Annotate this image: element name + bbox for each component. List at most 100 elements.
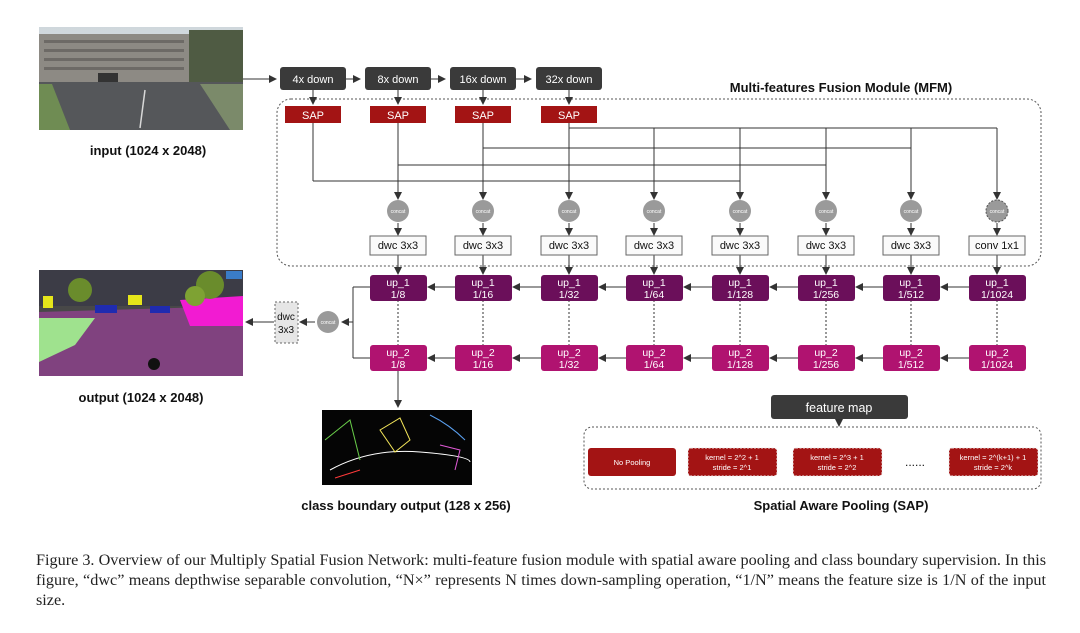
up2-block-4: up_21/64	[626, 345, 683, 371]
down-block-2: 8x down	[365, 67, 431, 90]
svg-text:SAP: SAP	[387, 110, 409, 122]
concat-node-5: concat	[729, 200, 751, 222]
up2-block-5: up_21/128	[712, 345, 769, 371]
up2-block-2: up_21/16	[455, 345, 512, 371]
svg-text:1/1024: 1/1024	[981, 289, 1013, 301]
svg-text:1/1024: 1/1024	[981, 359, 1013, 371]
svg-text:up_2: up_2	[557, 347, 581, 359]
svg-text:concat: concat	[904, 209, 919, 215]
mfm-conv-1: dwc 3x3	[369, 235, 427, 256]
up1-block-6: up_11/256	[798, 275, 855, 301]
svg-text:32x down: 32x down	[545, 74, 592, 86]
svg-text:concat: concat	[321, 320, 336, 326]
svg-text:up_2: up_2	[471, 347, 495, 359]
svg-text:concat: concat	[476, 209, 491, 215]
mfm-conv-4: dwc 3x3	[625, 235, 683, 256]
svg-text:1/256: 1/256	[813, 289, 839, 301]
svg-text:1/8: 1/8	[391, 289, 406, 301]
sap-block-1: SAP	[285, 106, 341, 123]
svg-text:8x down: 8x down	[378, 74, 419, 86]
svg-text:up_1: up_1	[728, 277, 752, 289]
svg-text:kernel = 2^(k+1) + 1: kernel = 2^(k+1) + 1	[960, 453, 1027, 462]
svg-text:up_1: up_1	[985, 277, 1009, 289]
sap-block-4: SAP	[541, 106, 597, 123]
up1-block-4: up_11/64	[626, 275, 683, 301]
up1-block-2: up_11/16	[455, 275, 512, 301]
output-label: output (1024 x 2048)	[79, 390, 204, 405]
svg-text:1/256: 1/256	[813, 359, 839, 371]
concat-node-7: concat	[900, 200, 922, 222]
sap-ellipsis: ......	[905, 455, 925, 469]
svg-text:1/512: 1/512	[898, 289, 924, 301]
up2-block-6: up_21/256	[798, 345, 855, 371]
svg-text:1/64: 1/64	[644, 359, 665, 371]
boundary-image	[322, 410, 472, 485]
svg-text:concat: concat	[733, 209, 748, 215]
up1-block-1: up_11/8	[370, 275, 427, 301]
connectors	[243, 75, 1001, 427]
svg-text:up_2: up_2	[642, 347, 666, 359]
svg-text:SAP: SAP	[558, 110, 580, 122]
svg-text:1/32: 1/32	[559, 359, 580, 371]
mfm-conv-5: dwc 3x3	[711, 235, 769, 256]
svg-text:up_1: up_1	[471, 277, 495, 289]
up1-block-7: up_11/512	[883, 275, 940, 301]
svg-text:up_2: up_2	[728, 347, 752, 359]
boundary-label: class boundary output (128 x 256)	[301, 498, 511, 513]
sap-item-no-pooling: No Pooling	[588, 448, 676, 476]
svg-text:dwc 3x3: dwc 3x3	[891, 240, 931, 252]
sap-item-2: kernel = 2^2 + 1 stride = 2^1	[687, 447, 778, 477]
svg-text:1/8: 1/8	[391, 359, 406, 371]
mfm-conv-3: dwc 3x3	[540, 235, 598, 256]
svg-text:stride = 2^2: stride = 2^2	[818, 463, 857, 472]
up2-block-8: up_21/1024	[969, 345, 1026, 371]
svg-text:3x3: 3x3	[278, 325, 295, 336]
concat-node-2: concat	[472, 200, 494, 222]
sap-item-3: kernel = 2^3 + 1 stride = 2^2	[792, 447, 883, 477]
svg-text:up_2: up_2	[814, 347, 838, 359]
svg-text:1/32: 1/32	[559, 289, 580, 301]
svg-text:conv 1x1: conv 1x1	[975, 240, 1019, 252]
svg-text:dwc: dwc	[277, 312, 295, 323]
down-block-3: 16x down	[450, 67, 516, 90]
sap-item-k: kernel = 2^(k+1) + 1 stride = 2^k	[948, 447, 1039, 477]
mfm-region	[276, 98, 1042, 267]
svg-text:SAP: SAP	[302, 110, 324, 122]
svg-text:16x down: 16x down	[459, 74, 506, 86]
up1-block-3: up_11/32	[541, 275, 598, 301]
svg-text:concat: concat	[391, 209, 406, 215]
svg-text:up_1: up_1	[386, 277, 410, 289]
sap-region	[583, 426, 1042, 490]
output-concat-node: concat	[317, 311, 339, 333]
svg-text:concat: concat	[562, 209, 577, 215]
svg-text:dwc 3x3: dwc 3x3	[463, 240, 503, 252]
feature-map-block: feature map	[771, 395, 908, 419]
up1-block-8: up_11/1024	[969, 275, 1026, 301]
svg-text:1/16: 1/16	[473, 359, 494, 371]
svg-text:dwc 3x3: dwc 3x3	[634, 240, 674, 252]
mfm-conv-2: dwc 3x3	[454, 235, 512, 256]
up2-block-7: up_21/512	[883, 345, 940, 371]
svg-text:up_1: up_1	[814, 277, 838, 289]
svg-text:1/128: 1/128	[727, 359, 753, 371]
up1-block-5: up_11/128	[712, 275, 769, 301]
svg-text:1/512: 1/512	[898, 359, 924, 371]
concat-node-1: concat	[387, 200, 409, 222]
svg-text:1/16: 1/16	[473, 289, 494, 301]
svg-text:1/64: 1/64	[644, 289, 665, 301]
concat-node-6: concat	[815, 200, 837, 222]
down-block-1: 4x down	[280, 67, 346, 90]
svg-text:concat: concat	[819, 209, 834, 215]
svg-text:up_1: up_1	[642, 277, 666, 289]
svg-text:up_2: up_2	[985, 347, 1009, 359]
mfm-conv-6: dwc 3x3	[797, 235, 855, 256]
svg-text:4x down: 4x down	[293, 74, 334, 86]
sap-title: Spatial Aware Pooling (SAP)	[754, 498, 929, 513]
svg-text:up_2: up_2	[899, 347, 923, 359]
up2-block-1: up_21/8	[370, 345, 427, 371]
concat-node-3: concat	[558, 200, 580, 222]
output-image	[39, 270, 243, 376]
svg-text:1/128: 1/128	[727, 289, 753, 301]
svg-text:up_1: up_1	[557, 277, 581, 289]
